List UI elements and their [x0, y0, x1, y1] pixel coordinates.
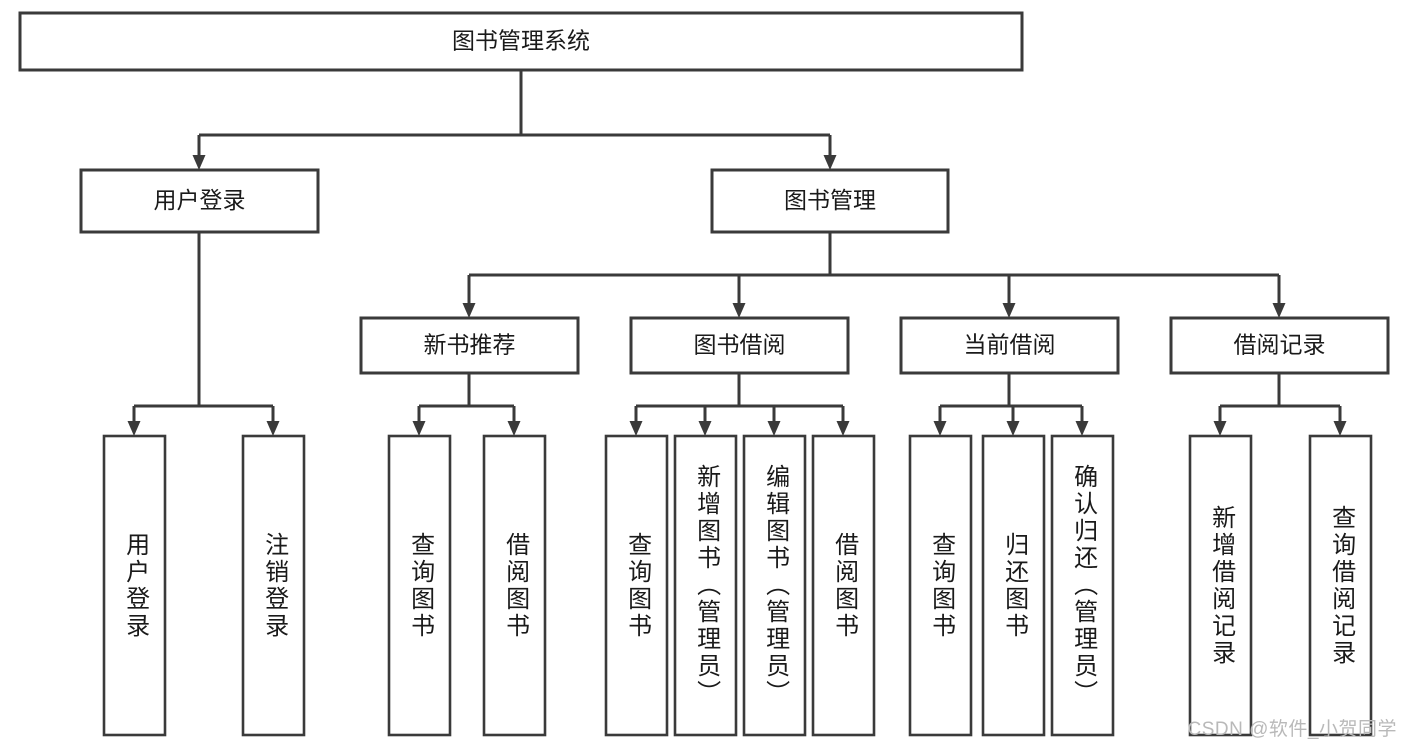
- node-box-leaf-borrow-book-2[interactable]: [811, 434, 876, 737]
- edge-l3-2-arrowhead: [1002, 303, 1016, 318]
- node-label-book-borrow: 图书借阅: [694, 332, 786, 358]
- edge-leaf-3-0-arrowhead: [933, 421, 947, 436]
- edge-leaf-4-1-arrowhead: [1333, 421, 1347, 436]
- edge-leaf-1-1-arrowhead: [507, 421, 521, 436]
- node-box-user-login: [79, 168, 320, 234]
- edge-root-to-l2-0-arrowhead: [192, 155, 206, 170]
- edge-l3-0-arrowhead: [462, 303, 476, 318]
- edge-leaf-2-0-arrowhead: [629, 421, 643, 436]
- node-box-leaf-return-book[interactable]: [981, 434, 1046, 737]
- node-box-leaf-query-record[interactable]: [1308, 434, 1373, 737]
- node-box-leaf-query-book-3[interactable]: [908, 434, 973, 737]
- node-box-book-borrow: [629, 316, 850, 375]
- node-box-current-borrow: [899, 316, 1120, 375]
- node-box-leaf-user-logout[interactable]: [241, 434, 306, 737]
- node-current-borrow[interactable]: 当前借阅: [899, 316, 1120, 375]
- node-box-leaf-user-login[interactable]: [102, 434, 167, 737]
- node-borrow-record[interactable]: 借阅记录: [1169, 316, 1390, 375]
- edge-root-to-l2-1-arrowhead: [823, 155, 837, 170]
- node-label-book-manage: 图书管理: [784, 187, 876, 213]
- edge-leaf-2-1-arrowhead: [698, 421, 712, 436]
- edge-leaf-3-2-arrowhead: [1075, 421, 1089, 436]
- edge-leaf-3-1-arrowhead: [1006, 421, 1020, 436]
- node-box-book-manage: [710, 168, 950, 234]
- node-label-new-book-recommend: 新书推荐: [424, 332, 516, 358]
- edge-l3-1-arrowhead: [732, 303, 746, 318]
- node-label-borrow-record: 借阅记录: [1234, 332, 1326, 358]
- edge-leaf-4-0-arrowhead: [1213, 421, 1227, 436]
- node-box-leaf-add-book[interactable]: [673, 434, 738, 737]
- node-box-leaf-query-book-1[interactable]: [387, 434, 452, 737]
- edges-layer: [127, 70, 1347, 436]
- node-box-leaf-edit-book[interactable]: [742, 434, 807, 737]
- node-box-leaf-confirm-return[interactable]: [1050, 434, 1115, 737]
- node-book-manage[interactable]: 图书管理: [710, 168, 950, 234]
- watermark-text: CSDN @软件_小贺同学: [1187, 719, 1397, 740]
- node-box-leaf-borrow-book-1[interactable]: [482, 434, 547, 737]
- node-user-login[interactable]: 用户登录: [79, 168, 320, 234]
- node-box-root: [18, 11, 1024, 72]
- edge-leaf-2-2-arrowhead: [767, 421, 781, 436]
- node-box-leaf-query-book-2[interactable]: [604, 434, 669, 737]
- edge-leaf-1-0-arrowhead: [412, 421, 426, 436]
- node-box-leaf-add-record[interactable]: [1188, 434, 1253, 737]
- node-label-current-borrow: 当前借阅: [964, 332, 1056, 358]
- node-root[interactable]: 图书管理系统: [18, 11, 1024, 72]
- node-box-new-book-recommend: [359, 316, 580, 375]
- node-new-book-recommend[interactable]: 新书推荐: [359, 316, 580, 375]
- node-book-borrow[interactable]: 图书借阅: [629, 316, 850, 375]
- edge-leaf-0-0-arrowhead: [127, 421, 141, 436]
- node-label-user-login: 用户登录: [154, 187, 246, 213]
- edge-l3-3-arrowhead: [1272, 303, 1286, 318]
- node-box-borrow-record: [1169, 316, 1390, 375]
- node-label-root: 图书管理系统: [452, 28, 590, 54]
- edge-leaf-0-1-arrowhead: [266, 421, 280, 436]
- edge-leaf-2-3-arrowhead: [836, 421, 850, 436]
